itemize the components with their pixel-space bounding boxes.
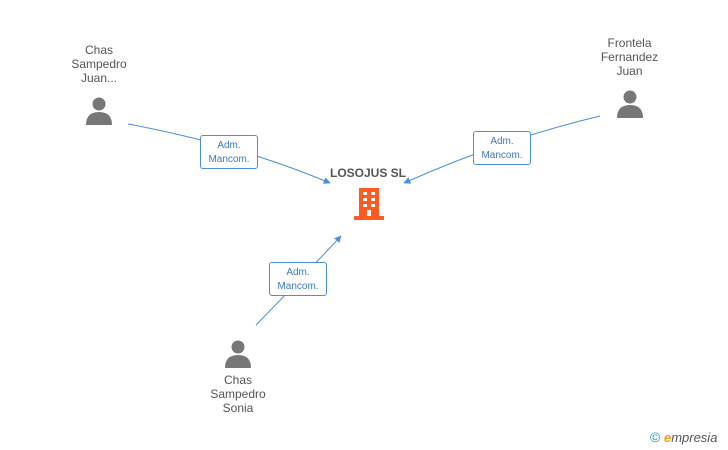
person-chas-sonia[interactable]: Chas Sampedro Sonia [203,338,273,415]
relation-label-line: Mancom. [277,281,319,292]
relation-label-chas-juan[interactable]: Adm. Mancom. [200,135,258,169]
relation-label-line: Adm. [286,267,310,278]
person-icon [616,90,643,118]
brand-initial: e [663,430,672,445]
person-icon [225,340,251,368]
person-name-line: Sampedro [71,57,127,71]
relation-label-line: Mancom. [481,150,523,161]
relation-label-line: Mancom. [208,154,250,165]
empresia-watermark: © empresia [650,429,717,445]
company-name[interactable]: LOSOJUS SL [330,166,407,180]
person-name-line: Frontela [607,36,652,50]
person-name-line: Sonia [222,401,254,415]
person-name-line: Chas [223,373,252,387]
person-frontela[interactable]: Frontela Fernandez Juan [592,36,667,118]
brand-name: mpresia [671,430,718,445]
relation-label-line: Adm. [217,140,241,151]
person-name-line: Fernandez [600,50,659,64]
person-name-line: Juan... [80,71,118,85]
relation-label-frontela[interactable]: Adm. Mancom. [473,131,531,165]
person-name-line: Sampedro [210,387,266,401]
person-chas-juan[interactable]: Chas Sampedro Juan... [64,43,134,125]
relation-label-line: Adm. [490,136,514,147]
person-name-line: Juan [616,64,643,78]
building-icon[interactable] [353,187,385,221]
copyright-symbol: © [650,429,661,445]
relation-label-chas-sonia[interactable]: Adm. Mancom. [269,262,327,296]
person-icon [86,97,112,125]
person-name-line: Chas [84,43,113,57]
